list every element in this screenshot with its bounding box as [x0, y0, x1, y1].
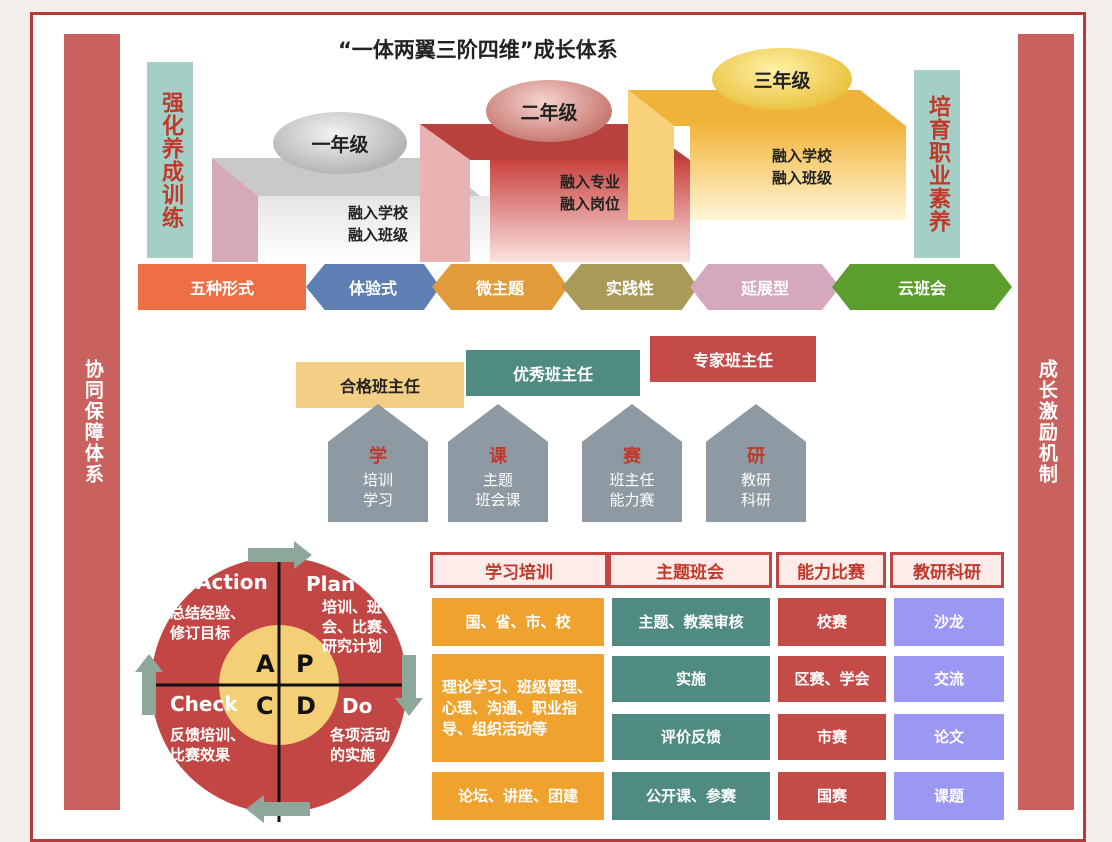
level-expert: 专家班主任 — [650, 336, 816, 382]
form-extended: 延展型 — [690, 264, 840, 310]
grade-2-ellipse: 二年级 — [486, 80, 612, 142]
table-cell: 评价反馈 — [612, 714, 770, 760]
table-cell: 课题 — [894, 772, 1004, 820]
grade-2-text: 融入专业 融入岗位 — [530, 172, 650, 216]
grade-2-text-line2: 融入岗位 — [559, 194, 620, 213]
pdca-p: P — [296, 650, 314, 678]
pdca-a: A — [256, 650, 275, 678]
table-cell: 主题、教案审核 — [612, 598, 770, 646]
pdca-check-label: Check — [170, 692, 238, 716]
pdca-do-label: Do — [342, 694, 373, 718]
step-2-side — [420, 124, 470, 262]
step-3-front — [690, 126, 906, 220]
grade-2-text-line1: 融入专业 — [559, 173, 620, 191]
form-micro-theme: 微主题 — [432, 264, 568, 310]
dimension-research-desc: 教研科研 — [740, 471, 771, 510]
grade-1-text-line1: 融入学校 — [347, 204, 408, 222]
grade-3-text-line2: 融入班级 — [771, 168, 832, 187]
wing-left: 强化养成训练 — [147, 62, 193, 258]
step-2-top — [420, 124, 690, 160]
grade-3-text: 融入学校 融入班级 — [742, 146, 862, 190]
arrow-up-icon — [135, 654, 163, 715]
side-bar-right: 成长激励机制 — [1018, 34, 1074, 810]
dimension-course-key: 课 — [489, 446, 507, 467]
grade-steps — [212, 90, 906, 262]
table-cell: 国、省、市、校 — [432, 598, 604, 646]
table-header-contest: 能力比赛 — [776, 552, 886, 588]
pdca-d: D — [296, 692, 316, 720]
dimension-course-desc: 主题班会课 — [475, 471, 521, 510]
table-cell: 论坛、讲座、团建 — [432, 772, 604, 820]
pdca-plan-text: 培训、班会、比赛、研究计划 — [322, 598, 398, 655]
arrow-left-icon — [246, 795, 310, 823]
table-cell: 理论学习、班级管理、心理、沟通、职业指导、组织活动等 — [432, 654, 604, 762]
form-practical: 实践性 — [562, 264, 698, 310]
grade-1-text: 融入学校 融入班级 — [318, 203, 438, 247]
form-cloud-meeting: 云班会 — [832, 264, 1012, 310]
grade-3-text-line1: 融入学校 — [771, 147, 832, 165]
pdca-check-text: 反馈培训、比赛效果 — [170, 726, 246, 764]
step-1-top — [212, 158, 480, 196]
level-excellent: 优秀班主任 — [466, 350, 640, 396]
grade-1-ellipse: 一年级 — [273, 112, 407, 174]
table-cell: 论文 — [894, 714, 1004, 760]
table-cell: 实施 — [612, 656, 770, 702]
table-header-theme-meeting: 主题班会 — [608, 552, 772, 588]
dimension-research-key: 研 — [747, 446, 765, 467]
wing-right: 培育职业素养 — [914, 70, 960, 258]
pdca-action-label: Action — [196, 570, 268, 594]
arrow-right-icon — [248, 541, 312, 569]
form-experiential: 体验式 — [306, 264, 440, 310]
table-cell: 区赛、学会 — [778, 656, 886, 702]
dimension-contest-key: 赛 — [623, 446, 641, 467]
table-cell: 市赛 — [778, 714, 886, 760]
pdca-cycle — [135, 541, 423, 823]
pdca-c: C — [256, 692, 274, 720]
step-3-side — [628, 90, 674, 220]
level-qualified: 合格班主任 — [296, 362, 464, 408]
table-cell: 公开课、参赛 — [612, 772, 770, 820]
dimension-learn-desc: 培训学习 — [362, 471, 393, 510]
table-cell: 国赛 — [778, 772, 886, 820]
pdca-plan-label: Plan — [306, 572, 356, 596]
table-header-training: 学习培训 — [430, 552, 608, 588]
grade-1-text-line2: 融入班级 — [347, 225, 408, 244]
side-bar-left: 协同保障体系 — [64, 34, 120, 810]
pdca-action-text: 总结经验、修订目标 — [170, 604, 246, 642]
table-header-research: 教研科研 — [890, 552, 1004, 588]
dimension-contest-desc: 班主任能力赛 — [609, 471, 655, 510]
diagram-title: “一体两翼三阶四维”成长体系 — [338, 38, 618, 62]
table-cell: 校赛 — [778, 598, 886, 646]
grade-3-ellipse: 三年级 — [712, 48, 852, 110]
step-1-side — [212, 158, 258, 262]
table-cell: 沙龙 — [894, 598, 1004, 646]
pdca-do-text: 各项活动的实施 — [330, 726, 391, 764]
form-five-forms: 五种形式 — [138, 264, 306, 310]
arrow-down-icon — [395, 655, 423, 716]
table-cell: 交流 — [894, 656, 1004, 702]
dimension-learn-key: 学 — [369, 446, 387, 467]
